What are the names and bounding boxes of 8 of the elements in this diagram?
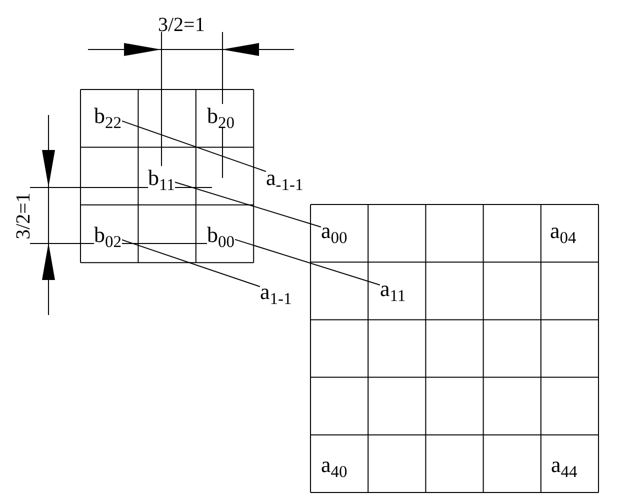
- leader-line: [234, 238, 380, 286]
- leader-line: [174, 182, 322, 228]
- cell-label: b$_{20}$: [207, 104, 234, 128]
- dimension-label: 3/2=1: [12, 192, 34, 240]
- dimension-label: 3/2=1: [158, 14, 205, 36]
- cell-label: b$_{11}$: [148, 166, 175, 190]
- leader-line: [121, 120, 266, 172]
- leader-line: [121, 239, 260, 288]
